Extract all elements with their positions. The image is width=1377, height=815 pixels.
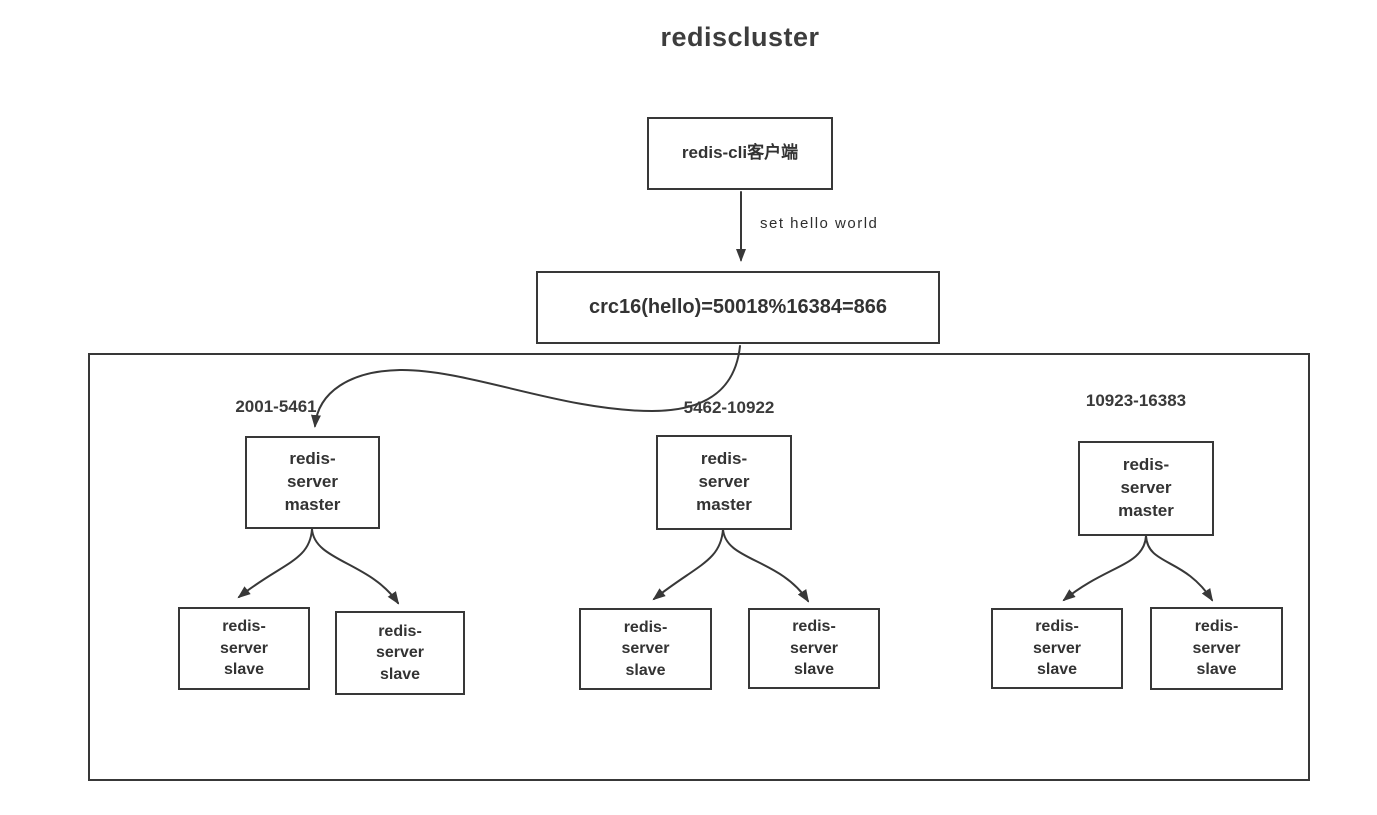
crc16-hash-node: crc16(hello)=50018%16384=866 (536, 271, 940, 344)
page-title: rediscluster (660, 22, 820, 52)
master-node-group1: redis- server master (245, 436, 380, 529)
slot-range-label-1: 2001-5461 (235, 397, 317, 416)
slave-node-group1-left: redis- server slave (178, 607, 310, 690)
slave-node-group1-right: redis- server slave (335, 611, 465, 695)
slot-range-label-3: 10923-16383 (1085, 391, 1187, 410)
slave-node-group3-right: redis- server slave (1150, 607, 1283, 690)
slave-node-group3-left: redis- server slave (991, 608, 1123, 689)
slot-range-label-2: 5462-10922 (683, 398, 775, 417)
redis-cli-client-node: redis-cli客户端 (647, 117, 833, 190)
slave-node-group2-right: redis- server slave (748, 608, 880, 689)
master-node-group2: redis- server master (656, 435, 792, 530)
slave-node-group2-left: redis- server slave (579, 608, 712, 690)
set-command-label: set hello world (760, 215, 879, 232)
master-node-group3: redis- server master (1078, 441, 1214, 536)
